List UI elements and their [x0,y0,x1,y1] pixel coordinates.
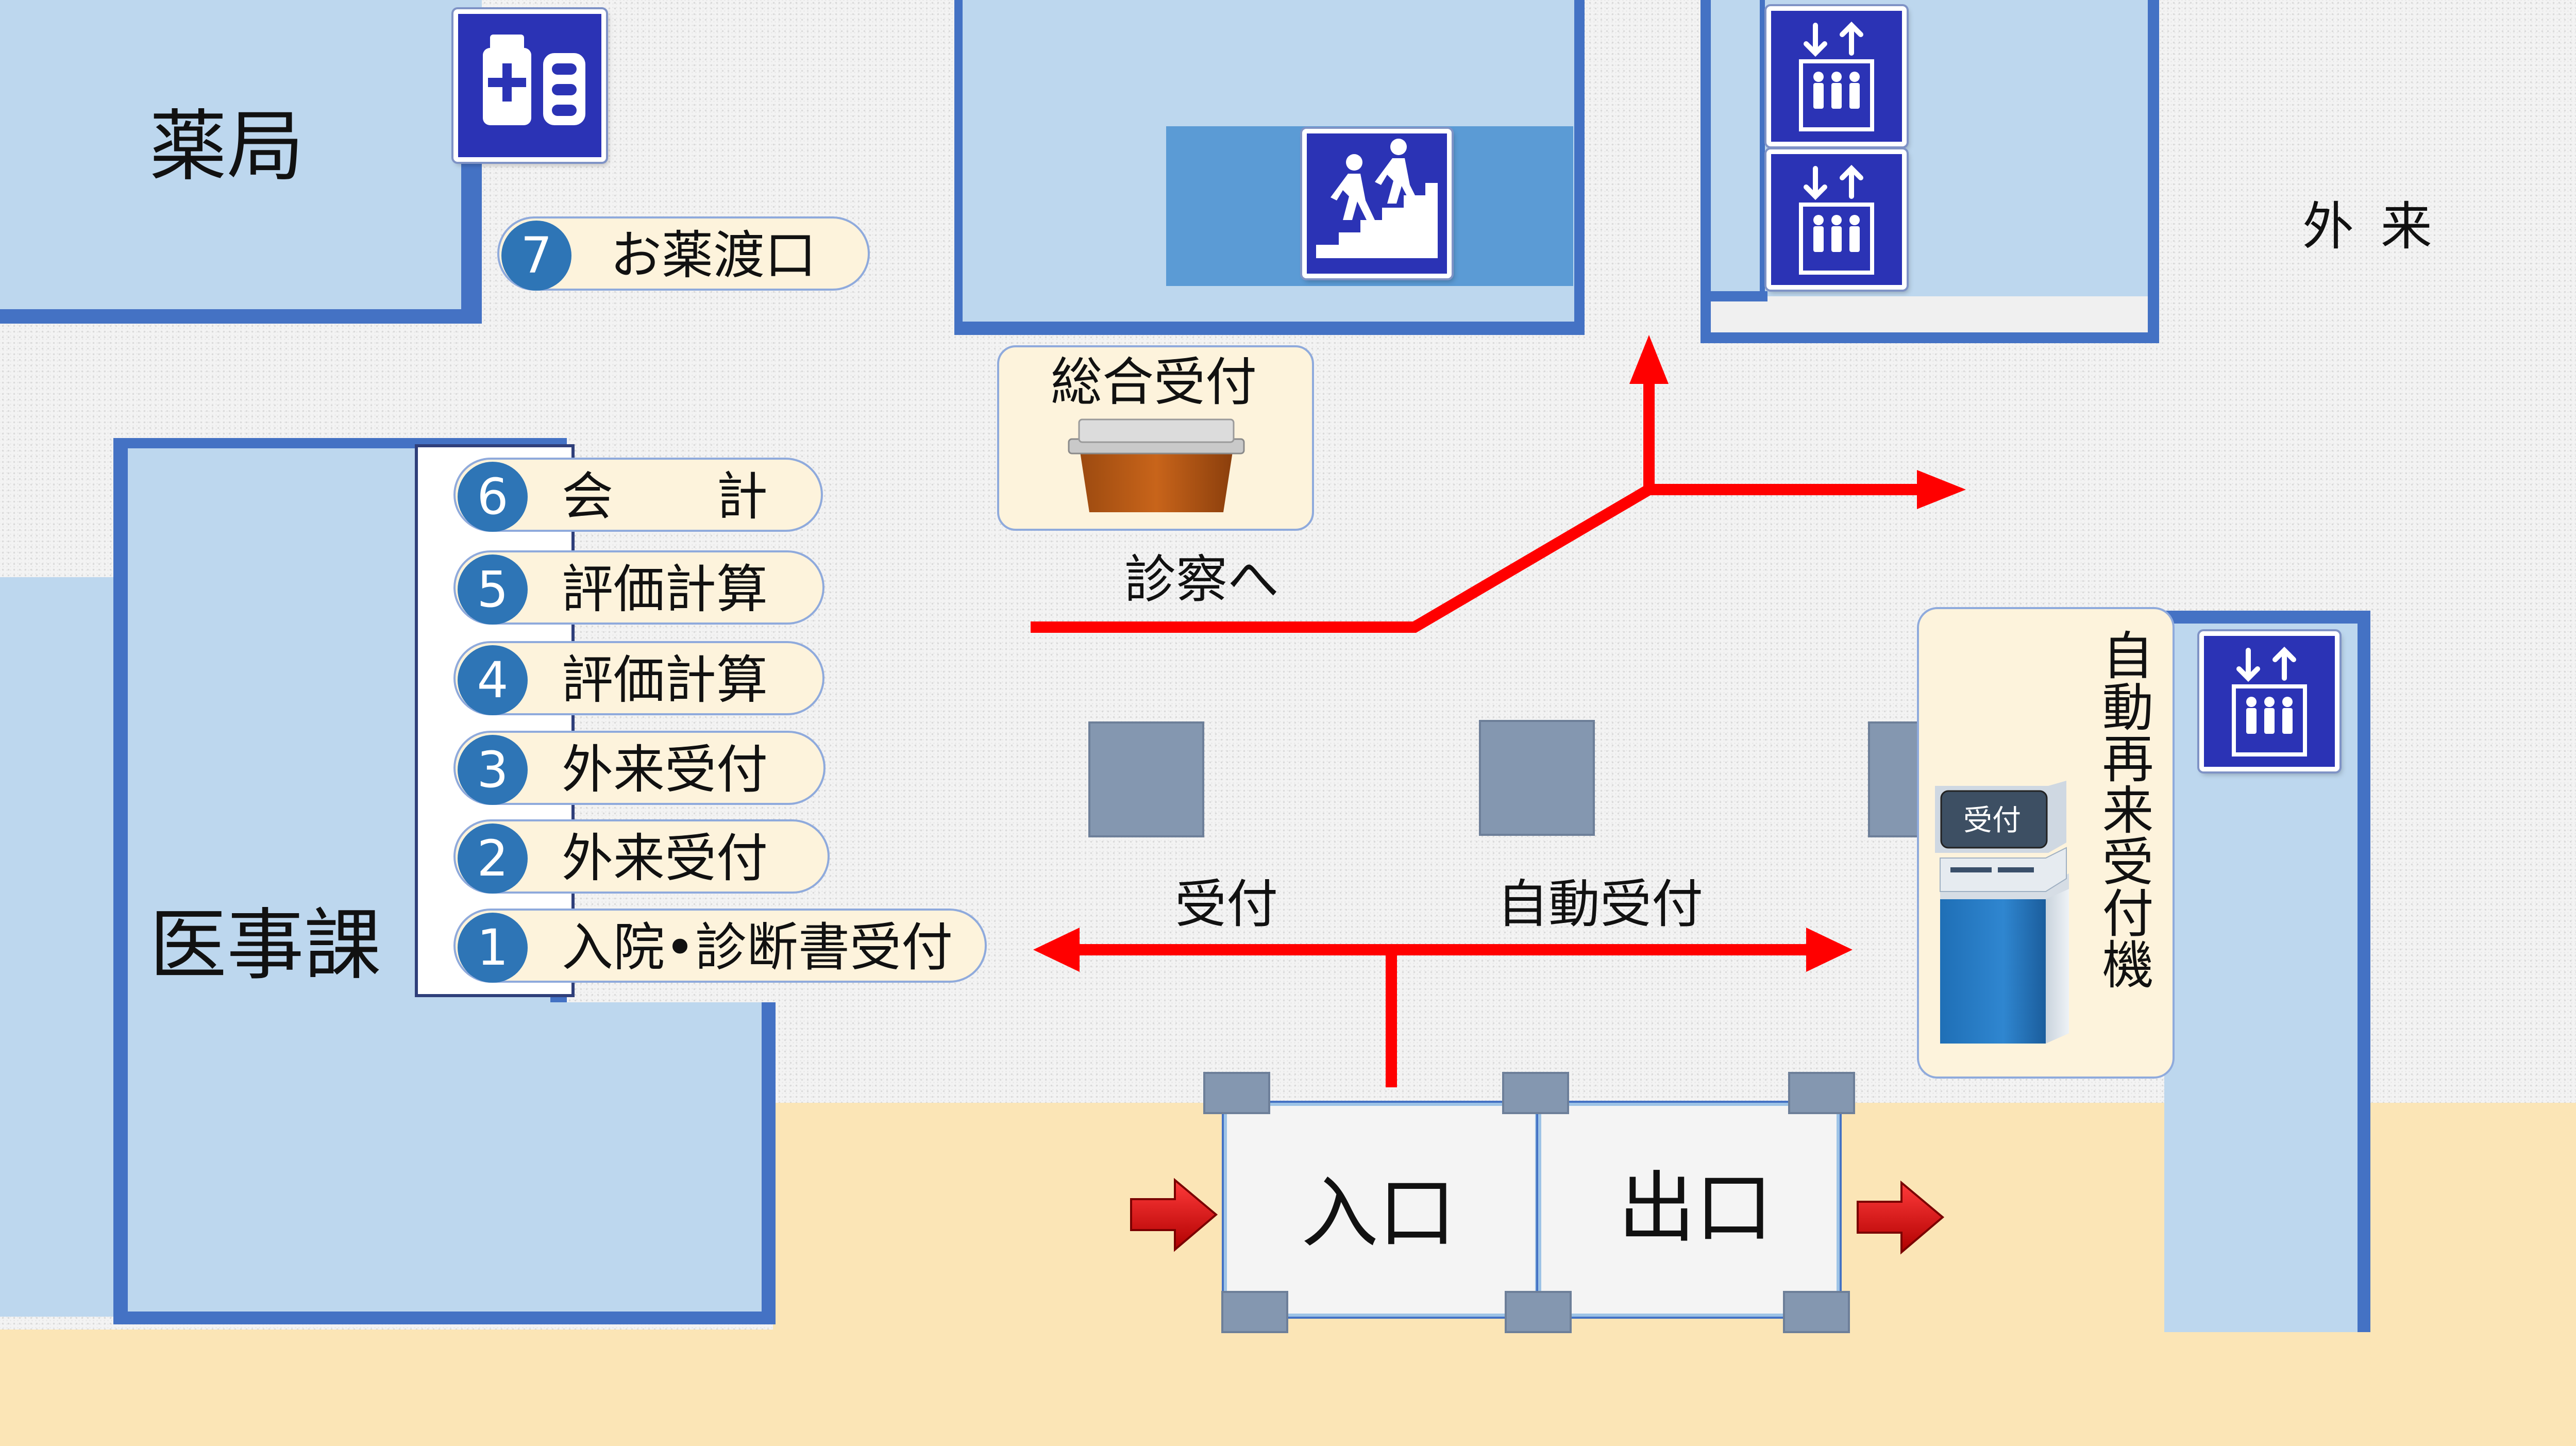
reception-desk-icon [1068,418,1245,512]
counter-label: 入院•診断書受付 [562,917,953,978]
counter-number: 4 [458,645,528,715]
counter-desk [415,444,575,997]
door-post [1783,1291,1850,1333]
side-room-left [0,577,124,1317]
outpatient-label: 外 来 [2302,196,2437,257]
stairs-icon [1302,129,1452,278]
arrow-head-right [1917,470,1966,509]
general-reception: 総合受付 [997,345,1314,531]
counter-number: 7 [501,221,571,291]
entrance-label: 入口 [1301,1169,1456,1258]
elevator-hall-wall-left [1701,291,1711,343]
arrow-head-up [1629,335,1669,384]
reception-label: 受付 [1175,874,1278,934]
door-post [1502,1072,1569,1114]
counter-label: 評価計算 [562,559,768,619]
door-post [1788,1072,1855,1114]
door-arrow-icon [1857,1180,1945,1255]
pillar [1868,721,1925,837]
general-reception-label: 総合受付 [1051,352,1257,412]
pharmacy-room [0,0,461,309]
counter-1: 1 入院•診断書受付 [453,909,987,983]
kiosk-screen-label: 受付 [1963,804,2021,837]
door-arrow-icon [1130,1178,1218,1252]
counter-5: 5 評価計算 [453,550,824,625]
door-post [1221,1291,1288,1333]
counter-label: 外来受付 [562,739,768,800]
pharmacy-icon [453,9,606,162]
elevator-shaft-edge [1760,0,1765,294]
to-examination-label: 診察へ [1124,549,1279,610]
pharmacy-label: 薬局 [149,102,305,192]
counter-label: 外来受付 [562,828,768,888]
pillar [1088,721,1204,837]
medical-affairs-label: 医事課 [149,901,382,990]
counter-number: 5 [458,554,528,625]
door-post [1505,1291,1572,1333]
counter-number: 1 [458,913,528,983]
elevator-hall-wall [1701,291,1767,301]
counter-label: 評価計算 [562,650,768,710]
counter-label: 会 計 [562,466,768,527]
auto-reception-label: 自動受付 [1497,874,1703,934]
counter-number: 6 [458,462,528,532]
counter-6: 6 会 計 [453,458,823,532]
counter-2: 2 外来受付 [453,819,830,894]
pillar [1479,720,1595,836]
elevator-icon [2199,631,2339,771]
counter-4: 4 評価計算 [453,641,824,715]
kiosk-title: 自動再来受付機 [2093,629,2153,989]
counter-label: お薬渡口 [610,225,816,285]
reception-kiosk-icon [1935,781,2069,1044]
entrance-door [1222,1101,1540,1319]
counter-number: 2 [458,823,528,894]
counter-number: 3 [458,735,528,805]
exit-label: 出口 [1618,1164,1773,1253]
outside-pavement-bottom [0,1330,2576,1446]
elevator-icon [1766,6,1907,146]
arrow-head-left [1033,928,1080,972]
elevator-hall-floor [1711,296,2148,332]
arrow-head-right [1806,928,1853,972]
elevator-icon [1766,149,1907,290]
door-post [1203,1072,1270,1114]
counter-7: 7 お薬渡口 [497,216,870,291]
counter-3: 3 外来受付 [453,731,826,805]
exit-door [1536,1101,1842,1319]
